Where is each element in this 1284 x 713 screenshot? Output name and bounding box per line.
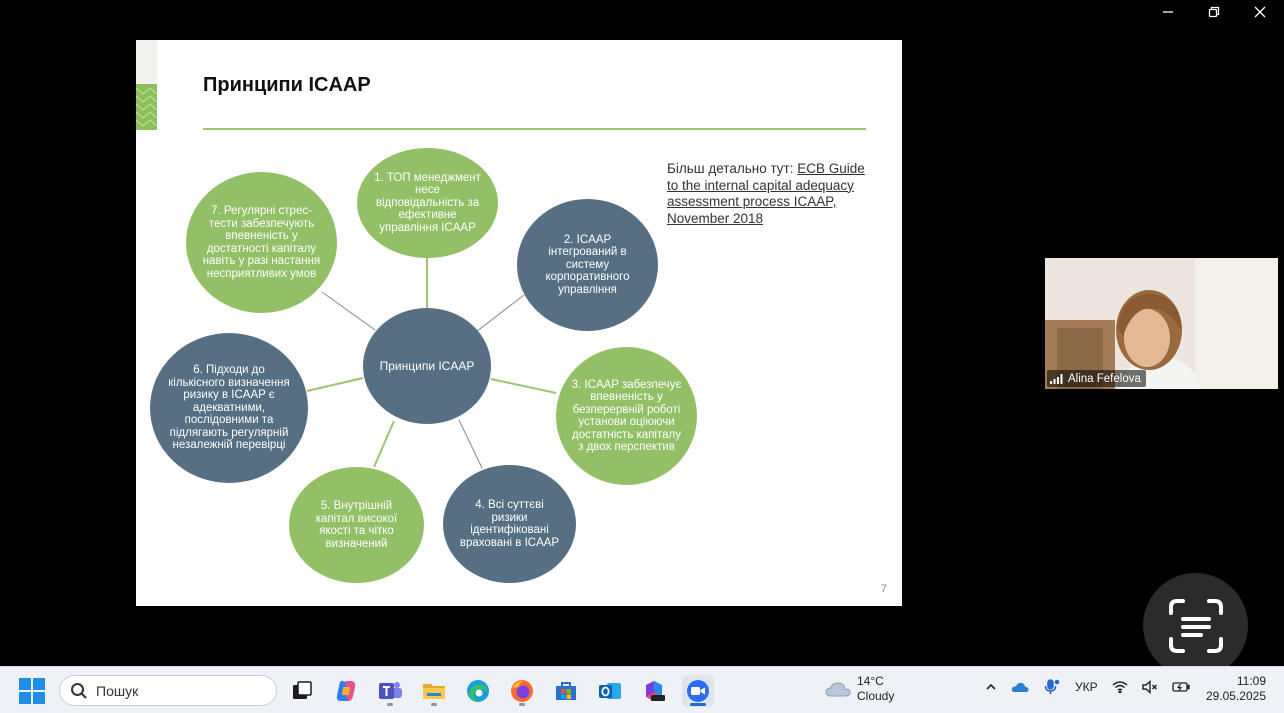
outlook-button[interactable] <box>594 675 626 707</box>
slide-decoration-stripe <box>136 40 157 130</box>
taskbar-search-box[interactable]: Пошук <box>59 675 277 706</box>
firefox-icon <box>511 680 533 702</box>
close-button[interactable] <box>1237 0 1283 24</box>
icaap-principles-diagram: Принципи ICAAP 1. ТОП менеджмент несе ві… <box>136 40 902 606</box>
teams-button[interactable] <box>374 675 406 707</box>
title-divider <box>203 128 866 130</box>
connector-line <box>490 378 557 394</box>
slide-title: Принципи ICAAP <box>203 74 371 96</box>
microsoft-365-button[interactable] <box>638 675 670 707</box>
wifi-icon[interactable] <box>1112 681 1128 693</box>
connector-line <box>373 420 395 468</box>
reference-note: Більш детально тут: ECB Guide to the int… <box>667 161 877 227</box>
clock-time: 11:09 <box>1236 674 1266 688</box>
chevron-up-icon[interactable] <box>985 681 997 693</box>
cloud-icon <box>825 682 851 697</box>
running-indicator <box>431 703 437 706</box>
restore-icon <box>1208 6 1220 18</box>
principle-node-6: 6. Підходи до кількісного визначення риз… <box>150 333 308 483</box>
principle-node-7: 7. Регулярні стрес-тести забезпечують вп… <box>186 172 337 313</box>
text-capture-button[interactable] <box>1143 573 1248 678</box>
input-language[interactable]: УКР <box>1075 680 1098 694</box>
zoom-icon <box>687 680 709 702</box>
connector-line <box>458 419 483 469</box>
connector-line <box>321 291 376 331</box>
battery-charging-icon[interactable] <box>1171 681 1190 693</box>
system-clock[interactable]: 11:09 29.05.2025 <box>1206 674 1266 704</box>
slide-page-number: 7 <box>880 583 887 595</box>
minimize-button[interactable] <box>1145 0 1191 24</box>
task-view-button[interactable] <box>286 675 318 707</box>
teams-icon <box>379 682 402 699</box>
principle-node-1: 1. ТОП менеджмент несе відповідальність … <box>357 148 498 258</box>
connector-line <box>306 377 364 392</box>
folder-icon <box>423 684 445 699</box>
microphone-icon[interactable] <box>1043 679 1061 695</box>
principle-node-4: 4. Всі суттєві ризики ідентифіковані вра… <box>443 465 576 583</box>
zoom-button[interactable] <box>682 675 714 707</box>
participant-name-tag: Alina Fefelova <box>1047 370 1146 387</box>
edge-icon <box>467 680 489 702</box>
copilot-icon <box>336 680 356 701</box>
weather-widget[interactable]: 14°C Cloudy <box>825 674 894 704</box>
principle-node-5: 5. Внутрішній капітал високої якості та … <box>289 467 424 583</box>
microsoft-store-button[interactable] <box>550 675 582 707</box>
edge-button[interactable] <box>462 675 494 707</box>
principle-node-3: 3. ICAAP забезпечує впевненість у безпер… <box>556 347 697 485</box>
clock-date: 29.05.2025 <box>1205 689 1266 703</box>
search-placeholder: Пошук <box>96 682 139 699</box>
minimize-icon <box>1163 11 1173 13</box>
task-view-icon <box>293 681 312 699</box>
firefox-button[interactable] <box>506 675 538 707</box>
windows-start-icon[interactable] <box>18 677 46 705</box>
volume-muted-icon[interactable] <box>1141 680 1158 694</box>
scan-text-icon <box>1168 598 1223 653</box>
restore-button[interactable] <box>1191 0 1237 24</box>
outlook-icon <box>599 683 621 699</box>
center-node: Принципи ICAAP <box>363 308 491 424</box>
participant-name: Alina Fefelova <box>1068 372 1141 385</box>
presentation-slide: Принципи ICAAP Більш детально тут: ECB G… <box>136 40 902 606</box>
file-explorer-button[interactable] <box>418 675 450 707</box>
onedrive-icon[interactable] <box>1011 681 1029 693</box>
participant-video[interactable]: Alina Fefelova <box>1045 258 1278 389</box>
search-icon <box>71 682 87 699</box>
close-icon <box>1254 6 1266 18</box>
connector-line <box>475 294 525 333</box>
reference-link[interactable]: ECB Guide to the internal capital adequa… <box>667 161 865 226</box>
store-icon <box>556 682 576 700</box>
weather-text: 14°C Cloudy <box>857 674 894 704</box>
copilot-button[interactable] <box>330 675 362 707</box>
running-indicator <box>387 703 393 706</box>
active-indicator <box>690 703 706 706</box>
principle-node-2: 2. ICAAP інтегрований в систему корпорат… <box>517 199 658 331</box>
microsoft-365-icon <box>646 681 665 701</box>
running-indicator <box>519 703 525 706</box>
taskbar: Пошук <box>0 666 1284 713</box>
signal-strength-icon <box>1050 373 1063 384</box>
weather-condition: Cloudy <box>857 689 895 703</box>
system-tray: УКР <box>985 679 1190 695</box>
reference-prefix: Більш детально тут: <box>667 161 798 176</box>
weather-temperature: 14°C <box>857 674 884 688</box>
connector-lines <box>306 258 557 469</box>
